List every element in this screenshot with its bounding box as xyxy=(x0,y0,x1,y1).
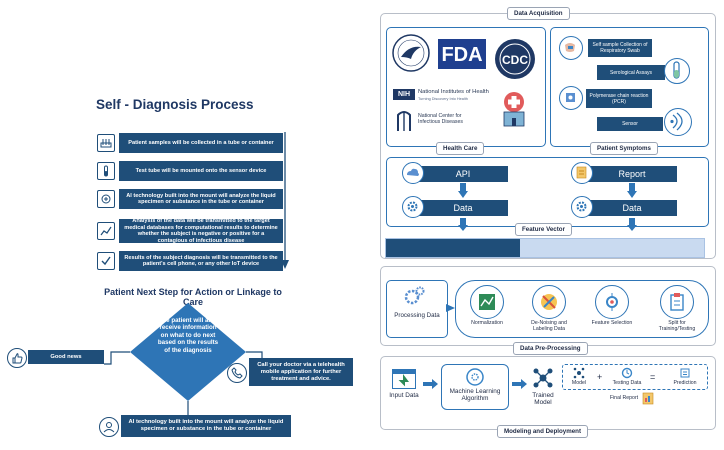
step-text: Results of the subject diagnosis will be… xyxy=(119,251,283,271)
data-acquisition-label: Data Acquisition xyxy=(507,7,570,20)
model-label: Model xyxy=(571,380,587,386)
prediction-label: Prediction xyxy=(673,380,697,386)
normalization-label: Normalization xyxy=(471,320,503,326)
data-gear-icon xyxy=(402,196,424,218)
symptom-swab: Self sample Collection of Respiratory Sw… xyxy=(588,39,652,57)
fda-logo-icon: FDA xyxy=(438,39,486,69)
denoising-icon xyxy=(532,285,566,319)
report-down-arrow xyxy=(627,183,637,198)
test-tube-icon xyxy=(97,162,115,180)
ml-head-icon xyxy=(466,368,484,386)
ai-hand-icon xyxy=(99,417,119,437)
modeling-section xyxy=(380,356,716,430)
good-news-box: Good news xyxy=(28,350,104,364)
plus-sign: + xyxy=(597,372,603,382)
feature-selection-icon xyxy=(595,285,629,319)
report-bar: Report xyxy=(587,166,677,182)
thumbs-up-icon xyxy=(7,348,27,368)
brain-chip-icon xyxy=(97,190,115,208)
data-gear-icon xyxy=(571,196,593,218)
data-bar-left: Data xyxy=(418,200,508,216)
pcr-icon xyxy=(559,86,583,110)
denoising-label: De-Noising and Labeling Data xyxy=(531,320,567,333)
cdc-logo-icon: CDC xyxy=(495,39,535,79)
step-collect: Patient samples will be collected in a t… xyxy=(97,133,283,153)
step-results: Results of the subject diagnosis will be… xyxy=(97,251,283,271)
normalization-icon xyxy=(470,285,504,319)
step-mount: Test tube will be mounted onto the senso… xyxy=(97,161,283,181)
api-down-arrow xyxy=(458,183,468,198)
symptom-sensor: Sensor xyxy=(597,117,663,131)
modeling-deployment-label: Modeling and Deployment xyxy=(497,425,589,438)
hospital-icon xyxy=(503,92,525,127)
final-report-icon xyxy=(642,392,654,405)
decision-diagram xyxy=(104,303,263,418)
checklist-icon xyxy=(97,252,115,270)
data-left-arrow xyxy=(458,218,468,231)
nih-name: National Institutes of Health xyxy=(418,89,489,95)
nih-tagline: Turning Discovery Into Health xyxy=(418,97,468,101)
final-report-label: Final Report xyxy=(609,395,639,401)
call-doctor-box: Call your doctor via a telehealth mobile… xyxy=(249,358,353,386)
testing-data-label: Testing Data xyxy=(612,380,642,386)
trained-model-label: Trained Model xyxy=(532,392,554,407)
feature-vector-label: Feature Vector xyxy=(515,223,572,236)
data-right-arrow xyxy=(627,218,637,231)
ncid-emblem-icon xyxy=(397,111,411,131)
ml-algorithm-label: Machine Learning Algorithm xyxy=(449,388,501,403)
prediction-icon xyxy=(680,368,690,378)
phone-plus-icon xyxy=(227,363,247,383)
api-cloud-icon xyxy=(402,162,424,184)
tube-rack-icon xyxy=(97,134,115,152)
report-doc-icon xyxy=(571,162,593,184)
symptom-pcr: Polymerase chain reaction (PCR) xyxy=(586,89,652,108)
serology-tube-icon xyxy=(664,58,690,84)
feature-vector-bar xyxy=(385,238,705,258)
nih-logo-badge: NIH xyxy=(393,89,415,100)
feature-vector-fill xyxy=(386,239,520,257)
sensor-wave-icon xyxy=(664,108,692,136)
hhs-seal-icon xyxy=(392,34,430,72)
processing-gears-icon xyxy=(404,286,425,305)
processing-data-label: Processing Data xyxy=(394,312,440,319)
cdc-logo-text: CDC xyxy=(502,53,528,67)
bottom-analysis-box: AI technology built into the mount will … xyxy=(121,415,291,437)
pipeline-arrow xyxy=(446,304,455,312)
fda-logo-text: FDA xyxy=(441,44,482,66)
testing-data-icon xyxy=(621,367,633,379)
patient-symptoms-label: Patient Symptoms xyxy=(590,142,658,155)
input-arrow xyxy=(423,379,438,389)
api-bar: API xyxy=(418,166,508,182)
equals-sign: = xyxy=(650,372,656,382)
swab-icon xyxy=(559,36,583,60)
decision-diamond-text: The patient will also receive informatio… xyxy=(157,317,219,354)
model-mini-icon xyxy=(573,367,585,379)
data-preprocessing-label: Data Pre-Processing xyxy=(513,342,588,355)
analytics-icon xyxy=(97,222,115,240)
symptom-serological: Serological Assays xyxy=(597,65,665,80)
split-clipboard-icon xyxy=(660,285,694,319)
health-care-label: Health Care xyxy=(436,142,485,155)
step-text: Analysis of the data will be transmitted… xyxy=(119,218,283,244)
input-data-icon xyxy=(392,369,416,389)
process-flow-arrow xyxy=(281,132,289,269)
step-text: Test tube will be mounted onto the senso… xyxy=(119,161,283,181)
step-text: Patient samples will be collected in a t… xyxy=(119,133,283,153)
prediction-equation-box xyxy=(562,364,708,390)
split-label: Split for Training/Testing xyxy=(658,320,696,333)
ml-arrow xyxy=(512,379,527,389)
trained-model-icon xyxy=(533,368,553,388)
next-step-title: Patient Next Step for Action or Linkage … xyxy=(104,287,282,307)
step-analysis: Analysis of the data will be transmitted… xyxy=(97,218,283,244)
step-text: AI technology built into the mount will … xyxy=(119,189,283,209)
feature-selection-label: Feature Selection xyxy=(591,320,633,326)
self-diagnosis-title: Self - Diagnosis Process xyxy=(96,97,254,112)
input-data-label: Input Data xyxy=(389,392,419,399)
step-ai: AI technology built into the mount will … xyxy=(97,189,283,209)
ncid-name: National Center for Infectious Diseases xyxy=(418,113,463,125)
data-bar-right: Data xyxy=(587,200,677,216)
